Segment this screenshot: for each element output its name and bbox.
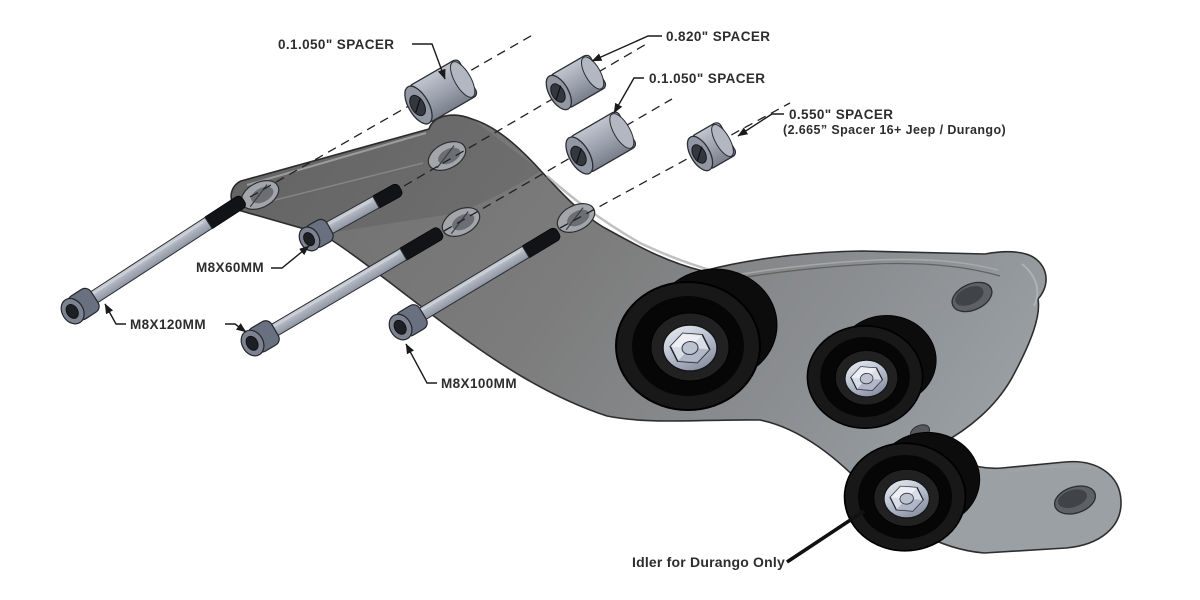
leader-line — [271, 245, 310, 269]
callout-idler-note: Idler for Durango Only — [632, 509, 865, 570]
label-spacer-550-line1: 0.550" SPACER — [789, 107, 893, 122]
idler-pulley-main — [615, 268, 778, 411]
callout-spacer-550: 0.550" SPACER (2.665” Spacer 16+ Jeep / … — [737, 107, 1006, 137]
bracket-edge-highlight — [250, 162, 424, 207]
leader-line — [591, 35, 662, 62]
leader-line — [786, 509, 865, 564]
leader-line — [412, 43, 446, 80]
center-line — [559, 102, 791, 229]
label-bolt-m8x100: M8X100MM — [441, 376, 517, 391]
label-spacer-1050-b: 0.1.050" SPACER — [649, 71, 765, 86]
hex-bolt-head — [850, 366, 884, 391]
spacer-1050-a — [404, 59, 478, 125]
bracket-hole-center — [441, 207, 481, 237]
label-bolt-m8x120: M8X120MM — [130, 317, 206, 332]
callout-bolt-m8x100: M8X100MM — [405, 343, 517, 391]
bracket-band-highlight — [711, 258, 999, 280]
center-line — [249, 32, 537, 198]
callout-spacer-1050-b: 0.1.050" SPACER — [613, 71, 765, 114]
bracket-lobe-highlight — [1021, 263, 1039, 307]
leader-line — [104, 303, 126, 325]
label-bolt-m8x60: M8X60MM — [196, 260, 264, 275]
leader-line — [613, 77, 644, 114]
bolt-m8x120-left — [60, 195, 246, 325]
spacer-820 — [545, 54, 607, 111]
leader-line — [405, 343, 437, 384]
assembly-center-lines — [249, 32, 791, 232]
spacer-1050-b — [565, 111, 637, 175]
spacer-550 — [686, 122, 737, 172]
center-line — [403, 42, 649, 187]
bracket-band-scribe — [709, 262, 1001, 284]
callout-spacer-1050-a: 0.1.050" SPACER — [278, 37, 446, 80]
bracket-hole-left-tip — [240, 180, 280, 210]
bracket-saddle-chamfer — [546, 175, 719, 274]
label-idler-note: Idler for Durango Only — [632, 554, 785, 570]
bolt-m8x100 — [388, 227, 561, 341]
bracket-arm-highlight — [1003, 465, 1099, 473]
label-spacer-1050-a: 0.1.050" SPACER — [278, 37, 394, 52]
bracket-hole-lobe — [951, 281, 993, 313]
callout-bolt-m8x60: M8X60MM — [196, 245, 310, 275]
callout-bolt-m8x120: M8X120MM — [104, 303, 247, 333]
hex-bolt-head — [889, 485, 924, 512]
bracket-edge-highlight — [246, 132, 427, 186]
bracket-hole-top-pad — [427, 141, 467, 171]
bracket-hole-arm-end — [1053, 485, 1097, 515]
hex-bolt-head — [669, 332, 711, 364]
leader-line — [225, 323, 247, 333]
callout-spacer-820: 0.820" SPACER — [591, 29, 770, 62]
bolt-m8x60 — [298, 183, 403, 252]
idler-pulley-durango — [843, 431, 981, 552]
idler-pulley-right — [806, 314, 937, 430]
label-spacer-820: 0.820" SPACER — [666, 29, 770, 44]
label-spacer-550-line2: (2.665” Spacer 16+ Jeep / Durango) — [783, 123, 1006, 137]
leader-line — [737, 113, 784, 137]
bolt-m8x120-middle — [240, 227, 444, 357]
